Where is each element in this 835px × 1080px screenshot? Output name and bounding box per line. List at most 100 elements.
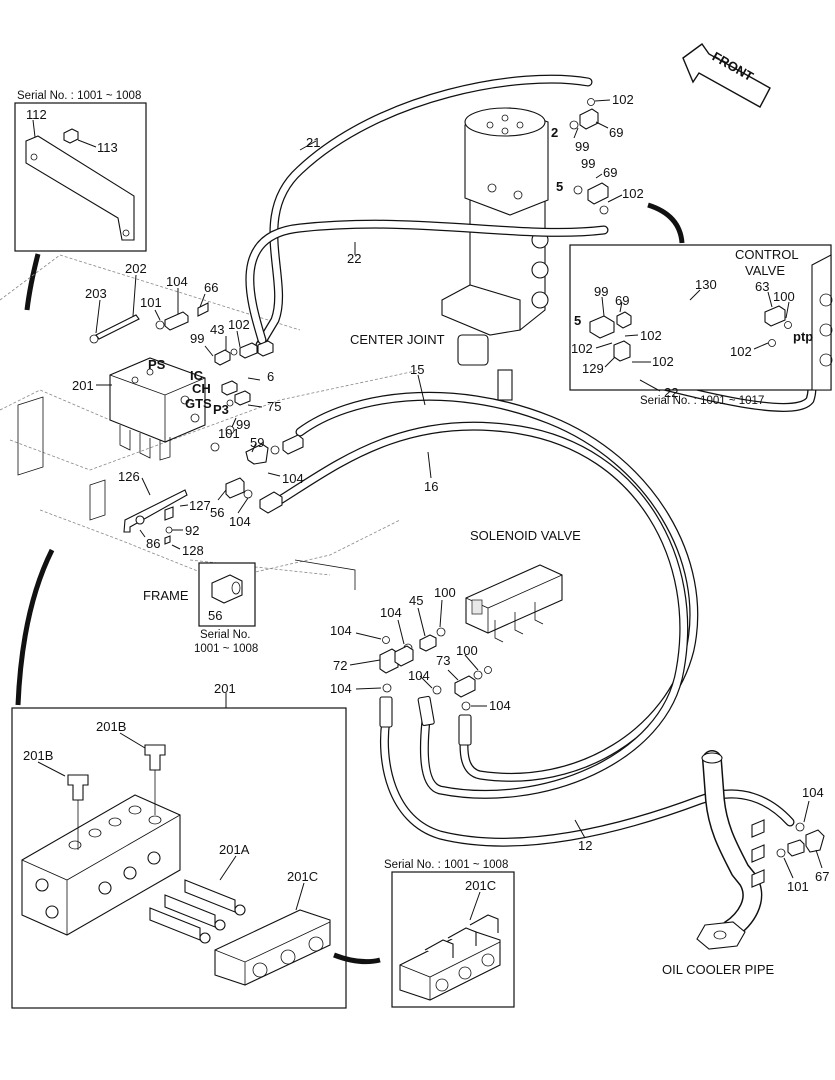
caption-control-valve-line1: CONTROL [735, 247, 799, 262]
part-201b-a: 201B [23, 748, 53, 763]
part-45: 45 [409, 593, 423, 608]
part-100-cv: 100 [773, 289, 795, 304]
part-201c-b: 201C [465, 878, 496, 893]
part-128: 128 [182, 543, 204, 558]
part-6: 6 [267, 369, 274, 384]
solenoid-201c-serial-box: Serial No. : 1001 ~ 1008 201C [384, 859, 515, 1008]
part-203: 203 [85, 286, 107, 301]
part-201-a: 201 [72, 378, 94, 393]
part-201-b: 201 [214, 681, 236, 696]
oil-cooler-pipe: 104 101 67 OIL COOLER PIPE [662, 750, 829, 977]
solenoid-valve: SOLENOID VALVE 100 45 104 104 72 73 100 [330, 528, 581, 746]
port-5-top: 5 [556, 179, 563, 194]
part-202: 202 [125, 261, 147, 276]
part-104-d: 104 [380, 605, 402, 620]
part-69-b: 69 [603, 165, 617, 180]
part-104-b: 104 [282, 471, 304, 486]
part-101-c: 101 [787, 879, 809, 894]
caption-solenoid-valve: SOLENOID VALVE [470, 528, 581, 543]
part-201b-b: 201B [96, 719, 126, 734]
solenoid-cartridges [149, 879, 246, 944]
part-101-b: 101 [218, 426, 240, 441]
part-126: 126 [118, 469, 140, 484]
part-12: 12 [578, 838, 592, 853]
valve-block-201-detail-box: 201 201B 201B 201A 201C [11, 681, 347, 1009]
part-86: 86 [146, 536, 160, 551]
part-99-cv: 99 [594, 284, 608, 299]
part-99-c: 99 [190, 331, 204, 346]
part-102-c: 102 [228, 317, 250, 332]
part-72: 72 [333, 658, 347, 673]
port-gts: GTS [185, 396, 212, 411]
part-101-a: 101 [140, 295, 162, 310]
part-104-h: 104 [489, 698, 511, 713]
part-201c-a: 201C [287, 869, 318, 884]
left-valve-assembly: 202 203 104 66 101 43 102 99 PS IC CH 6 … [72, 261, 304, 558]
caption-frame: FRAME [143, 588, 189, 603]
port-ptp: ptp [793, 329, 813, 344]
part-127: 127 [189, 498, 211, 513]
control-valve-detail-box: CONTROL VALVE 99 69 130 63 100 ptp 5 102… [569, 244, 833, 407]
part-102-b: 102 [622, 186, 644, 201]
bracket-detail-box: Serial No. : 1001 ~ 1008 112 113 [14, 90, 147, 252]
port-ic: IC [190, 368, 204, 383]
serial-note-control-valve: Serial No. : 1001 ~ 1017 [640, 395, 764, 407]
part-99-b: 99 [581, 156, 595, 171]
part-104-a: 104 [166, 274, 188, 289]
port-ps: PS [148, 357, 166, 372]
part-92: 92 [185, 523, 199, 538]
part-67: 67 [815, 869, 829, 884]
caption-oil-cooler-pipe: OIL COOLER PIPE [662, 962, 775, 977]
serial-note-bottom-right: Serial No. : 1001 ~ 1008 [384, 859, 508, 871]
caption-control-valve-line2: VALVE [745, 263, 785, 278]
serial-note-frame-line1: Serial No. [200, 629, 251, 641]
part-99-d: 99 [236, 417, 250, 432]
part-112: 112 [26, 107, 47, 122]
part-113: 113 [97, 140, 118, 155]
part-130: 130 [695, 277, 717, 292]
part-56-b: 56 [208, 608, 222, 623]
serial-note-top-left: Serial No. : 1001 ~ 1008 [17, 90, 141, 102]
part-43: 43 [210, 322, 224, 337]
serial-note-frame-line2: 1001 ~ 1008 [194, 643, 258, 655]
part-104-f: 104 [330, 681, 352, 696]
part-102-cv4: 102 [730, 344, 752, 359]
port-p3: P3 [213, 402, 229, 417]
part-102-cv2: 102 [571, 341, 593, 356]
part-104-e: 104 [330, 623, 352, 638]
part-69-a: 69 [609, 125, 623, 140]
part-63: 63 [755, 279, 769, 294]
frame-detail-box: 56 FRAME Serial No. 1001 ~ 1008 [143, 562, 258, 655]
part-66: 66 [204, 280, 218, 295]
part-102-cv1: 102 [640, 328, 662, 343]
part-102-a: 102 [612, 92, 634, 107]
part-102-cv3: 102 [652, 354, 674, 369]
port-2: 2 [551, 125, 558, 140]
part-22-cv: 22 [664, 385, 678, 400]
part-59: 59 [250, 435, 264, 450]
center-joint: CENTER JOINT [350, 107, 549, 401]
part-15: 15 [410, 362, 424, 377]
part-104-c: 104 [229, 514, 251, 529]
part-69-cv: 69 [615, 293, 629, 308]
port-ch: CH [192, 381, 211, 396]
hoses: 21 22 15 16 12 [245, 74, 817, 853]
part-22: 22 [347, 251, 361, 266]
part-73: 73 [436, 653, 450, 668]
part-75: 75 [267, 399, 281, 414]
part-16: 16 [424, 479, 438, 494]
part-99-a: 99 [575, 139, 589, 154]
part-104-i: 104 [802, 785, 824, 800]
caption-center-joint: CENTER JOINT [350, 332, 445, 347]
part-56-a: 56 [210, 505, 224, 520]
part-201a: 201A [219, 842, 250, 857]
port-5-cv: 5 [574, 313, 581, 328]
center-joint-fittings: 102 69 2 99 99 69 5 102 [551, 92, 644, 215]
part-104-g: 104 [408, 668, 430, 683]
part-21: 21 [306, 135, 320, 150]
part-129: 129 [582, 361, 604, 376]
part-100-a: 100 [434, 585, 456, 600]
machine-frame-outline [0, 254, 421, 590]
part-100-b: 100 [456, 643, 478, 658]
